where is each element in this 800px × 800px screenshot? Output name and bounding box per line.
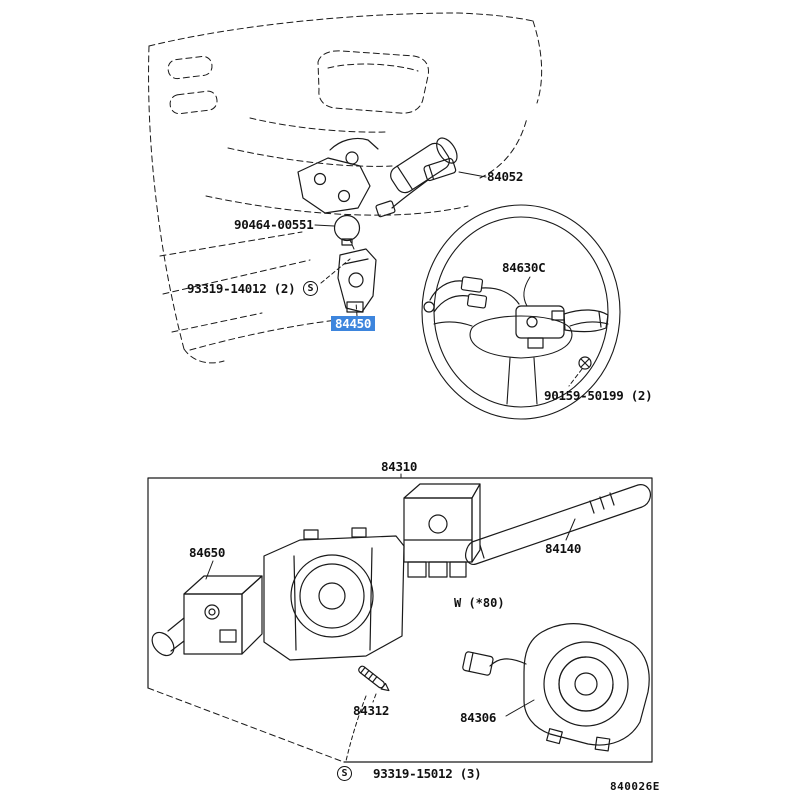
part-label-84630C[interactable]: 84630C (502, 260, 546, 275)
screw-symbol-bottom: S (337, 766, 352, 781)
part-label-84312[interactable]: 84312 (353, 703, 390, 718)
spiral-cable-upper-art (423, 276, 609, 370)
leader-lines-dashed (320, 239, 583, 762)
ignition-switch-art (297, 137, 458, 313)
part-label-93319-15012[interactable]: 93319-15012 (3) (373, 766, 482, 781)
part-label-84140[interactable]: 84140 (545, 541, 582, 556)
diagram-code: 840026E (610, 780, 660, 793)
leader-lines (205, 171, 576, 717)
steering-wheel-art (421, 204, 621, 420)
part-label-84310[interactable]: 84310 (381, 459, 418, 474)
applicability-note: W (*80) (454, 596, 505, 610)
screw-symbol-top: S (303, 281, 318, 296)
part-label-93319-14012[interactable]: 93319-14012 (2) (187, 281, 296, 296)
part-label-84052[interactable]: 84052 (487, 169, 524, 184)
part-label-84650[interactable]: 84650 (189, 545, 226, 560)
box-border-art (147, 477, 653, 763)
part-label-90464-00551[interactable]: 90464-00551 (234, 217, 314, 232)
part-label-84450-selected[interactable]: 84450 (331, 316, 376, 331)
combination-switch-art (151, 483, 651, 752)
part-label-90159-50199[interactable]: 90159-50199 (2) (544, 388, 653, 403)
dashboard-outline-art (148, 12, 543, 364)
part-label-84306[interactable]: 84306 (460, 710, 497, 725)
